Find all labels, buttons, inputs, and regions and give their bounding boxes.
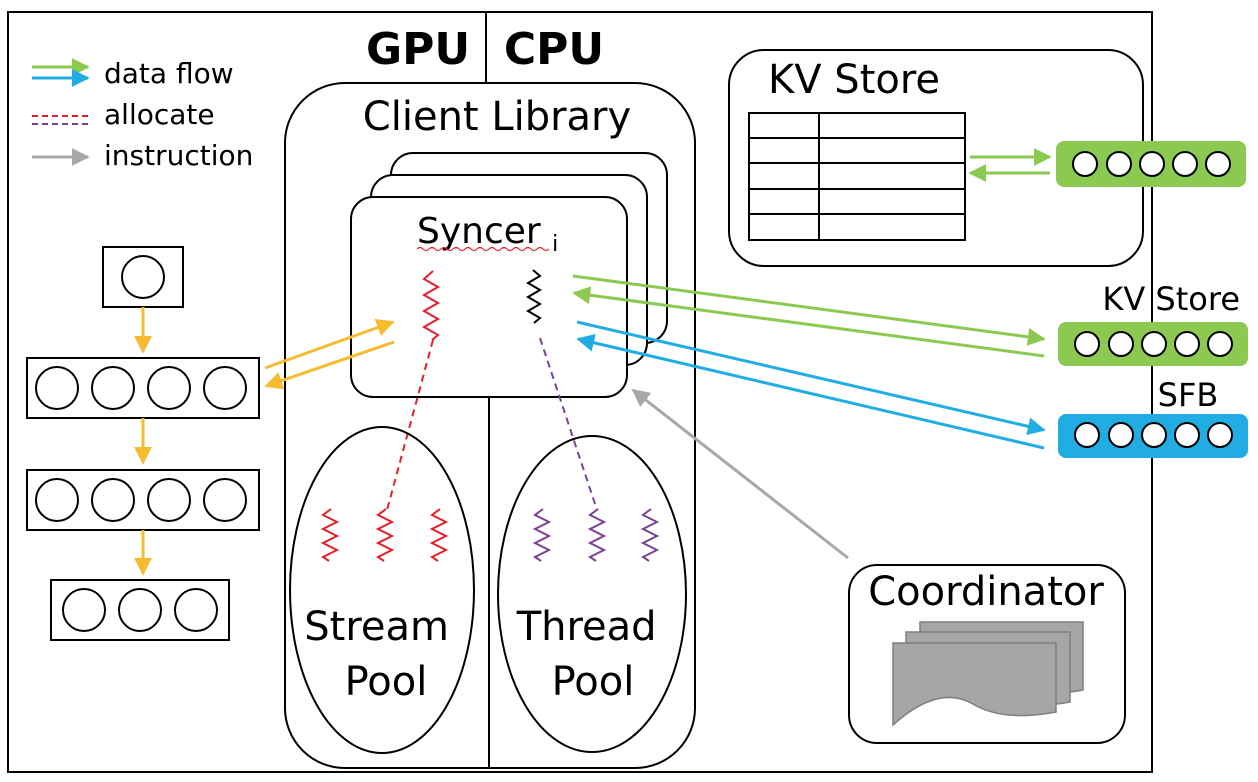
thread-squiggle bbox=[532, 508, 552, 562]
kv-store-buffer-label: KV Store bbox=[1102, 280, 1240, 318]
coordinator-instruction-arrow bbox=[631, 388, 849, 560]
thread-pool-line1: Thread bbox=[516, 604, 657, 650]
allocate-thread-dash bbox=[539, 337, 598, 511]
document-icon bbox=[892, 642, 1057, 727]
thread-squiggle bbox=[587, 508, 607, 562]
graph-node-circle bbox=[91, 366, 135, 410]
kv-store-title: KV Store bbox=[768, 57, 940, 103]
kv-to-syncer-arrow bbox=[572, 286, 1045, 358]
syncer-thread-squiggle bbox=[526, 269, 542, 324]
kv-table bbox=[748, 112, 966, 241]
coordinator-title: Coordinator bbox=[868, 569, 1104, 615]
buffer-slot bbox=[1207, 331, 1233, 357]
coordinator: Coordinator bbox=[848, 564, 1126, 744]
legend-data-flow-label: data flow bbox=[104, 57, 234, 90]
graph-node-circle bbox=[91, 478, 135, 522]
stream-pool-label: Stream Pool bbox=[304, 604, 461, 705]
stream-squiggle bbox=[320, 508, 340, 562]
sfb-to-syncer-arrow bbox=[576, 333, 1045, 450]
kv-store-panel: KV Store bbox=[728, 49, 1246, 267]
thread-squiggle bbox=[640, 508, 660, 562]
buffer-slot bbox=[1172, 151, 1198, 177]
stream-pool-line1: Stream bbox=[304, 604, 449, 650]
legend: data flow allocate instruction bbox=[32, 57, 253, 172]
buffer-slot bbox=[1141, 422, 1167, 448]
syncer-title-subscript: i bbox=[552, 232, 558, 257]
buffer-slot bbox=[1207, 422, 1233, 448]
graph-node-circle bbox=[203, 478, 247, 522]
sfb-buffer-label: SFB bbox=[1158, 376, 1219, 414]
buffer-slot bbox=[1139, 151, 1165, 177]
buffer-slot bbox=[1074, 331, 1100, 357]
buffer-slot bbox=[1141, 331, 1167, 357]
graph-node-circle bbox=[62, 588, 106, 632]
allocate-stream-dash bbox=[386, 339, 434, 511]
stream-pool-line2: Pool bbox=[345, 659, 428, 705]
legend-allocate-label: allocate bbox=[104, 98, 215, 131]
syncer-title-main: Syncer bbox=[417, 211, 541, 252]
stream-squiggle bbox=[429, 508, 449, 562]
buffer-slot bbox=[1174, 422, 1200, 448]
graph-node-circle bbox=[147, 478, 191, 522]
buffer-slot bbox=[1072, 151, 1098, 177]
syncer-to-sfb-arrow bbox=[576, 320, 1046, 436]
graph-node-circle bbox=[147, 366, 191, 410]
syncer-to-kv-arrow bbox=[572, 274, 1046, 346]
thread-pool-line2: Pool bbox=[552, 659, 635, 705]
legend-instruction-label: instruction bbox=[104, 139, 253, 172]
syncer-to-graph-arrow bbox=[264, 340, 395, 390]
buffer-slot bbox=[1205, 151, 1231, 177]
client-library: Client Library Syncer i Stream Pool bbox=[284, 82, 696, 769]
buffer-slot bbox=[1108, 422, 1134, 448]
gpu-label: GPU bbox=[366, 24, 470, 75]
syncer-title: Syncer i bbox=[417, 211, 558, 257]
outer-frame bbox=[7, 11, 1153, 773]
cpu-label: CPU bbox=[504, 24, 604, 75]
graph-node-circle bbox=[121, 255, 165, 299]
thread-pool bbox=[497, 435, 687, 753]
stream-squiggle bbox=[375, 508, 395, 562]
stream-pool bbox=[289, 426, 475, 754]
graph-node-circle bbox=[203, 366, 247, 410]
buffer-slot bbox=[1106, 151, 1132, 177]
syncer-stream-squiggle bbox=[421, 270, 441, 341]
model-graph bbox=[26, 246, 260, 641]
graph-to-syncer-arrow bbox=[264, 319, 395, 370]
client-library-title: Client Library bbox=[363, 94, 631, 140]
graph-node-circle bbox=[118, 588, 162, 632]
graph-node-circle bbox=[35, 478, 79, 522]
graph-node-circle bbox=[174, 588, 218, 632]
buffer-slot bbox=[1108, 331, 1134, 357]
graph-node-circle bbox=[35, 366, 79, 410]
buffer-slot bbox=[1074, 422, 1100, 448]
buffer-slot bbox=[1174, 331, 1200, 357]
thread-pool-label: Thread Pool bbox=[516, 604, 670, 705]
syncer-spellcheck-underline bbox=[416, 246, 550, 252]
